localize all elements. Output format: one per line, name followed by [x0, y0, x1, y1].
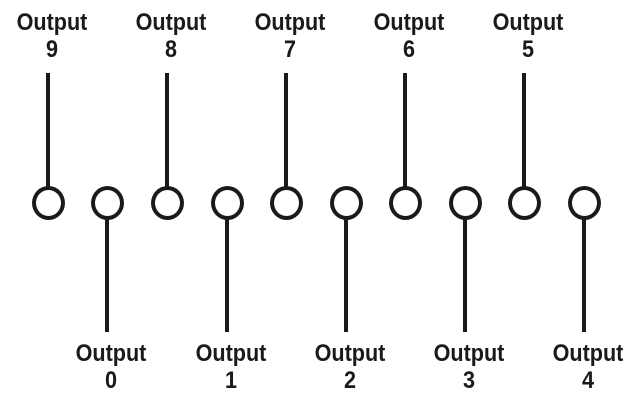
- output-2-label: Output 2: [310, 340, 391, 394]
- output-label-number: 5: [521, 36, 535, 63]
- output-label-word: Output: [552, 340, 624, 367]
- terminal-circle: [270, 186, 303, 220]
- output-6-label: Output 6: [369, 9, 450, 63]
- output-5-label: Output 5: [488, 9, 569, 63]
- output-label-word: Output: [16, 9, 88, 36]
- output-label-word: Output: [254, 9, 326, 36]
- output-label-number: 0: [104, 367, 118, 394]
- output-8-label: Output 8: [131, 9, 212, 63]
- connector-line: [522, 73, 526, 189]
- output-label-word: Output: [433, 340, 505, 367]
- output-4-label: Output 4: [548, 340, 629, 394]
- connector-line: [225, 218, 229, 332]
- output-label-number: 2: [343, 367, 357, 394]
- output-label-number: 8: [164, 36, 178, 63]
- connector-line: [46, 73, 50, 189]
- output-9-label: Output 9: [12, 9, 93, 63]
- terminal-circle: [211, 186, 244, 220]
- output-label-number: 7: [283, 36, 297, 63]
- connector-line: [403, 73, 407, 189]
- connector-line: [165, 73, 169, 189]
- connector-line: [105, 218, 109, 332]
- output-label-number: 3: [462, 367, 476, 394]
- connector-line: [582, 218, 586, 332]
- output-label-word: Output: [195, 340, 267, 367]
- output-label-number: 1: [224, 367, 238, 394]
- output-7-label: Output 7: [250, 9, 331, 63]
- terminal-circle: [389, 186, 422, 220]
- connector-line: [463, 218, 467, 332]
- terminal-circle: [568, 186, 601, 220]
- output-0-label: Output 0: [71, 340, 152, 394]
- output-label-number: 4: [581, 367, 595, 394]
- connector-line: [344, 218, 348, 332]
- output-3-label: Output 3: [429, 340, 510, 394]
- output-label-number: 9: [45, 36, 59, 63]
- output-label-word: Output: [492, 9, 564, 36]
- output-label-word: Output: [135, 9, 207, 36]
- output-label-word: Output: [314, 340, 386, 367]
- terminal-circle: [151, 186, 184, 220]
- output-1-label: Output 1: [191, 340, 272, 394]
- terminal-circle: [32, 186, 65, 220]
- terminal-circle: [508, 186, 541, 220]
- connector-line: [284, 73, 288, 189]
- terminal-circle: [91, 186, 124, 220]
- output-label-word: Output: [75, 340, 147, 367]
- output-label-number: 6: [402, 36, 416, 63]
- terminal-circle: [449, 186, 482, 220]
- output-label-word: Output: [373, 9, 445, 36]
- terminal-circle: [330, 186, 363, 220]
